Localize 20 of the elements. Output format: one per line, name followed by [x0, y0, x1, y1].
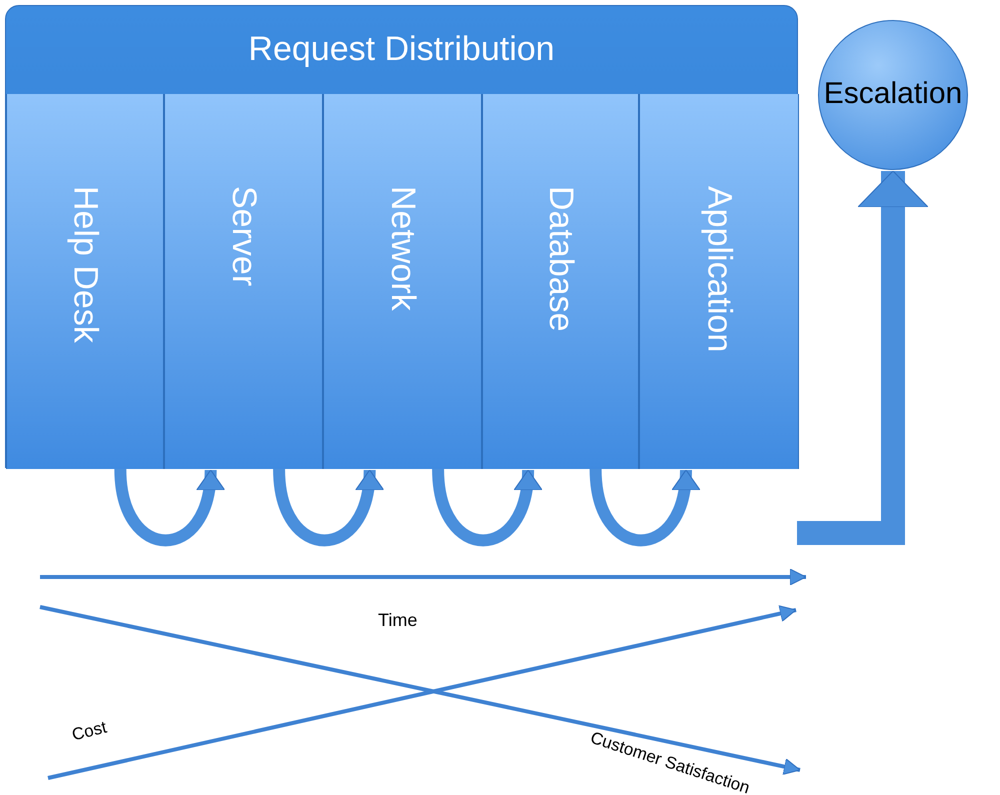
arrow — [273, 468, 382, 546]
trend-label: Time — [378, 610, 418, 631]
lane-label: Database — [541, 186, 580, 332]
process-panel — [5, 5, 798, 468]
lane-column — [6, 94, 164, 469]
arrow — [797, 170, 928, 545]
trend-label: Cost — [70, 718, 109, 746]
lane-label: Application — [700, 186, 738, 352]
arrow — [114, 468, 224, 546]
lane-label: Server — [224, 186, 263, 286]
lane-label: Help Desk — [66, 186, 104, 343]
lane-column — [164, 94, 323, 469]
arrow — [590, 468, 699, 546]
circle-label: Escalation — [822, 77, 964, 111]
lane-column — [323, 94, 482, 469]
arrow — [432, 468, 541, 546]
lane-column — [639, 94, 799, 469]
lane-label: Network — [383, 186, 422, 311]
panel-heading: Request Distribution — [247, 30, 556, 69]
lane-column — [482, 94, 639, 469]
